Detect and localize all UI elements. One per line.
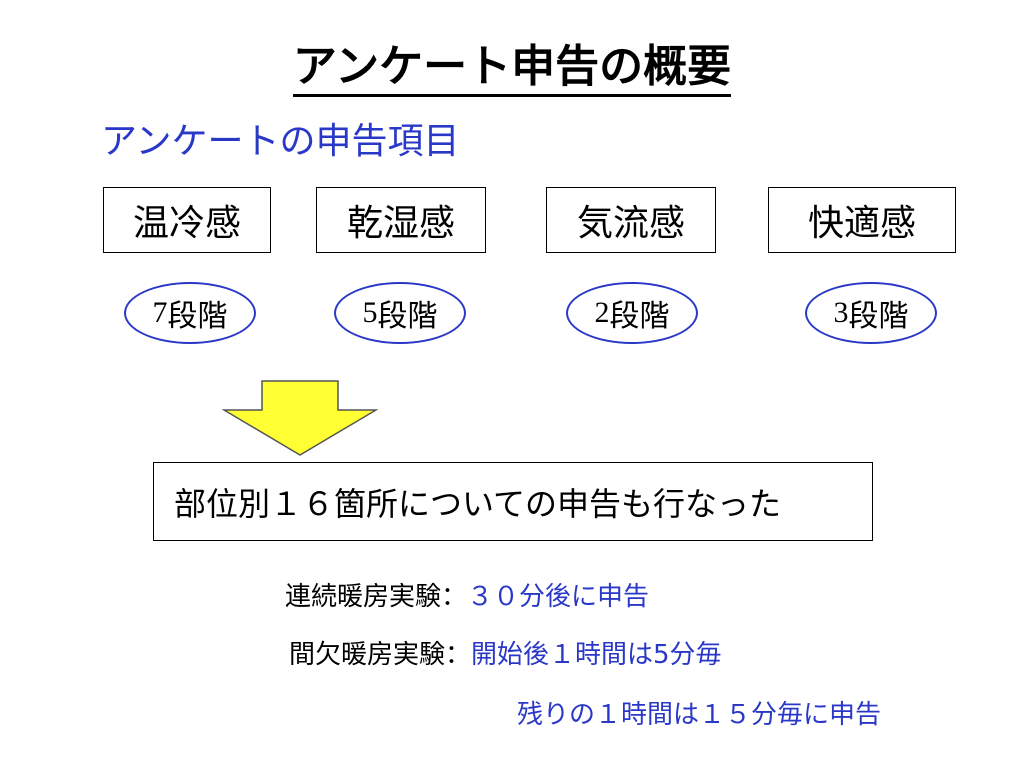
level-number: 7 <box>152 296 168 329</box>
intermittent-value: 開始後１時間は5分毎 <box>471 640 722 670</box>
level-number: 2 <box>594 296 610 329</box>
item-box-airflow: 気流感 <box>546 187 716 253</box>
level-suffix: 段階 <box>377 299 438 334</box>
intermittent-label: 間欠暖房実験： <box>289 640 472 670</box>
item-box-humidity: 乾湿感 <box>316 187 486 253</box>
continuous-value: ３０分後に申告 <box>467 582 650 612</box>
level-suffix: 段階 <box>848 299 909 334</box>
result-box: 部位別１６箇所についての申告も行なった <box>153 462 873 541</box>
level-suffix: 段階 <box>167 299 228 334</box>
item-box-warmth: 温冷感 <box>103 187 271 253</box>
intermittent-continuation: 残りの１時間は１５分毎に申告 <box>517 700 882 730</box>
level-number: 5 <box>362 296 378 329</box>
down-arrow-icon <box>222 380 378 456</box>
item-box-comfort: 快適感 <box>768 187 956 253</box>
intermittent-line: 間欠暖房実験：開始後１時間は5分毎 <box>289 634 722 671</box>
page-title-text: アンケート申告の概要 <box>292 41 732 97</box>
continuous-label: 連続暖房実験： <box>285 582 468 612</box>
section-subtitle: アンケートの申告項目 <box>101 121 460 162</box>
level-number: 3 <box>833 296 849 329</box>
page-title: アンケート申告の概要 <box>0 30 1024 97</box>
level-suffix: 段階 <box>609 299 670 334</box>
continuous-line: 連続暖房実験：３０分後に申告 <box>285 576 649 613</box>
